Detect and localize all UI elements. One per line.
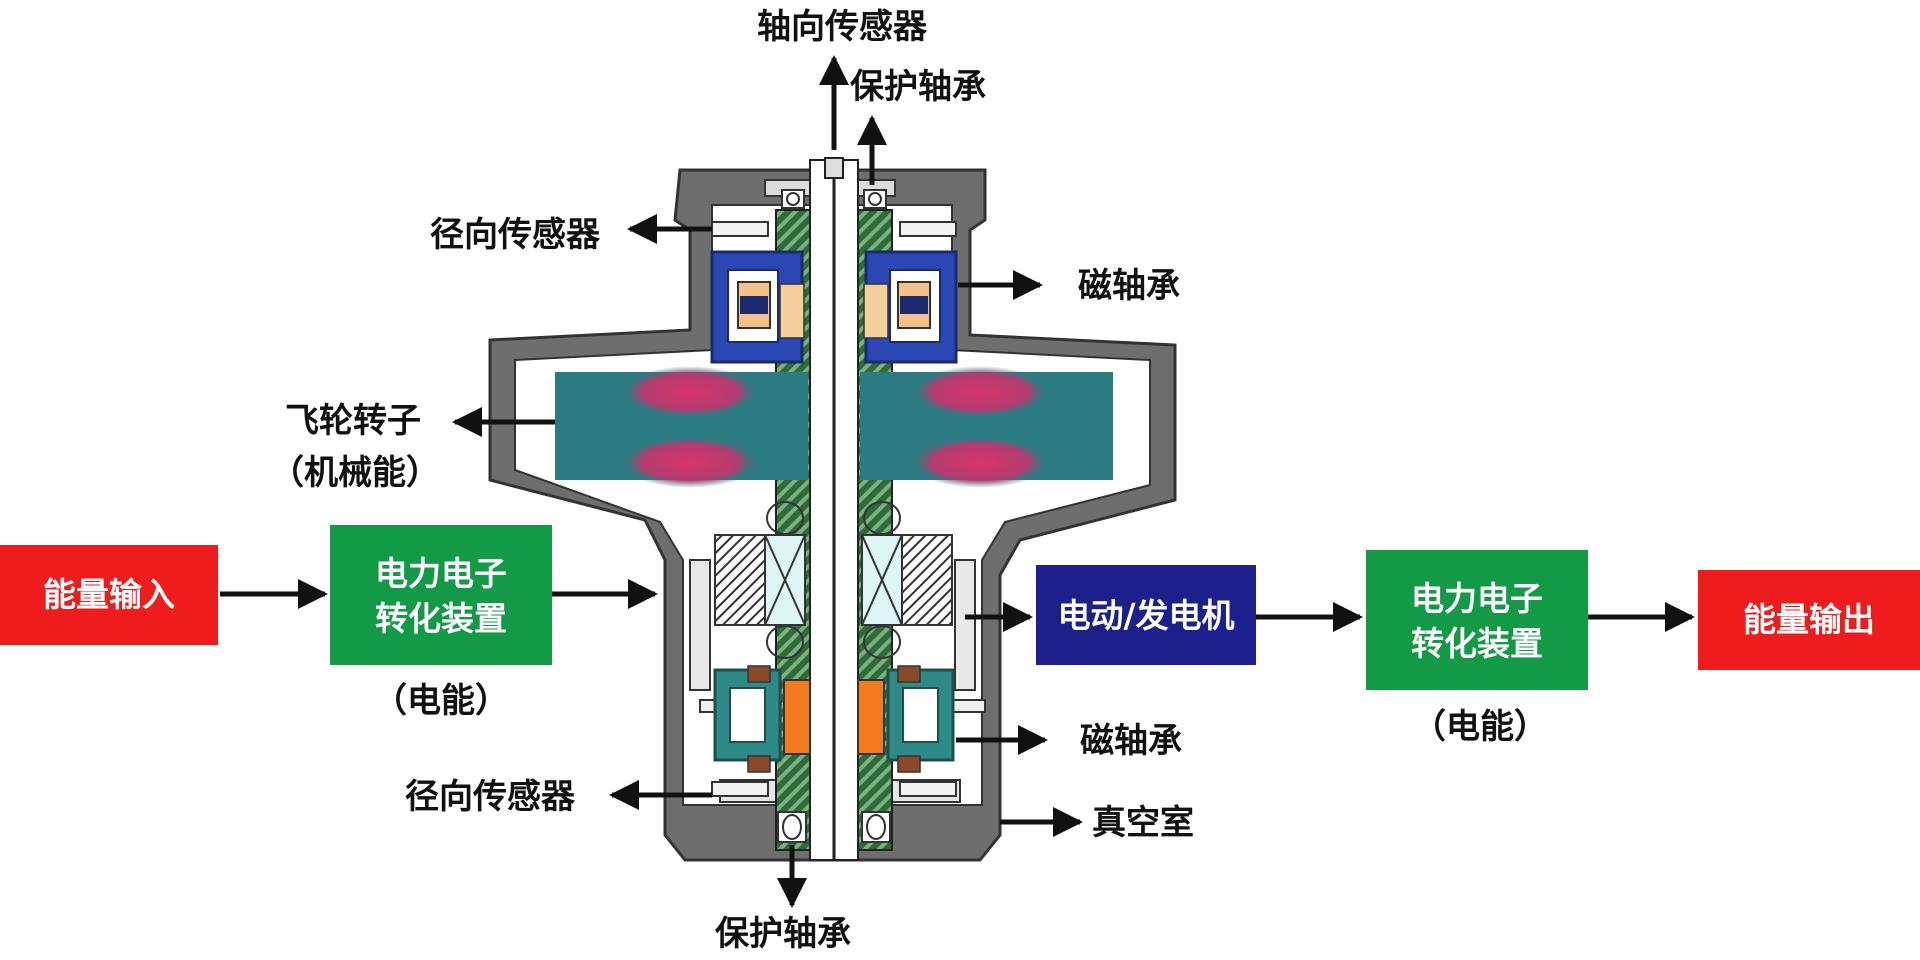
label-vacuum-chamber: 真空室 <box>1092 803 1194 843</box>
motor-generator-box: 电动/发电机 <box>1036 565 1256 665</box>
label-electric-energy-left: （电能） <box>373 681 509 721</box>
converter-right-line2: 转化装置 <box>1411 624 1543 663</box>
label-radial-sensor-top: 径向传感器 <box>430 215 601 255</box>
converter-right-line1: 电力电子 <box>1411 579 1543 618</box>
protective-bearing-top <box>781 189 887 209</box>
energy-output-box: 能量输出 <box>1698 570 1920 670</box>
energy-input-text: 能量输入 <box>43 575 175 614</box>
magnetic-bearing-top <box>710 250 958 364</box>
motor-generator-stator <box>714 501 953 659</box>
label-protective-bearing-bottom: 保护轴承 <box>715 914 851 954</box>
motor-generator-text: 电动/发电机 <box>1057 596 1234 635</box>
label-axial-sensor: 轴向传感器 <box>757 7 928 47</box>
converter-left-line1: 电力电子 <box>375 554 507 593</box>
energy-output-text: 能量输出 <box>1743 600 1875 639</box>
label-protective-bearing-top: 保护轴承 <box>850 67 986 107</box>
label-mechanical-energy: （机械能） <box>270 453 440 493</box>
converter-left-line2: 转化装置 <box>375 599 507 638</box>
radial-sensor-bottom <box>711 781 957 797</box>
energy-input-box: 能量输入 <box>0 545 218 645</box>
label-magnetic-bearing-bottom: 磁轴承 <box>1080 721 1182 761</box>
energy-flow-arrows <box>220 579 1695 632</box>
magnetic-bearing-bottom <box>713 665 955 773</box>
annotation-arrows <box>452 55 1083 908</box>
power-converter-left-box: 电力电子 转化装置 <box>330 525 552 665</box>
power-converter-right-box: 电力电子 转化装置 <box>1366 550 1588 690</box>
protective-bearing-bottom <box>777 811 891 843</box>
label-electric-energy-right: （电能） <box>1412 707 1548 747</box>
label-flywheel-rotor: 飞轮转子 <box>285 401 421 441</box>
label-magnetic-bearing-top: 磁轴承 <box>1078 266 1180 306</box>
diagram-labels: 轴向传感器 保护轴承 径向传感器 磁轴承 飞轮转子 （机械能） 磁轴承 径向传感… <box>270 7 1548 954</box>
flywheel-rotor-body <box>555 366 1113 488</box>
label-radial-sensor-bottom: 径向传感器 <box>405 777 576 817</box>
